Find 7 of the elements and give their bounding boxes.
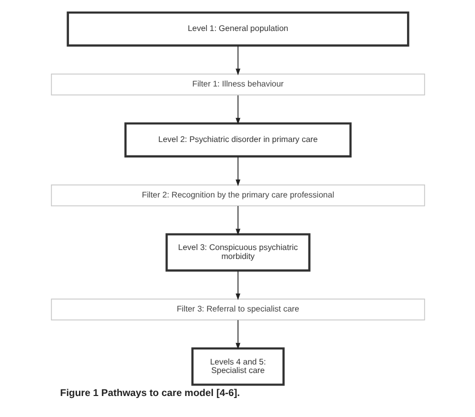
arrow (235, 320, 240, 350)
arrow (235, 270, 240, 300)
arrow (235, 206, 240, 236)
caption: Figure 1 Pathways to care model [4-6]. (60, 388, 240, 399)
arrow (235, 45, 240, 76)
arrow (235, 156, 240, 186)
arrow (235, 94, 240, 125)
